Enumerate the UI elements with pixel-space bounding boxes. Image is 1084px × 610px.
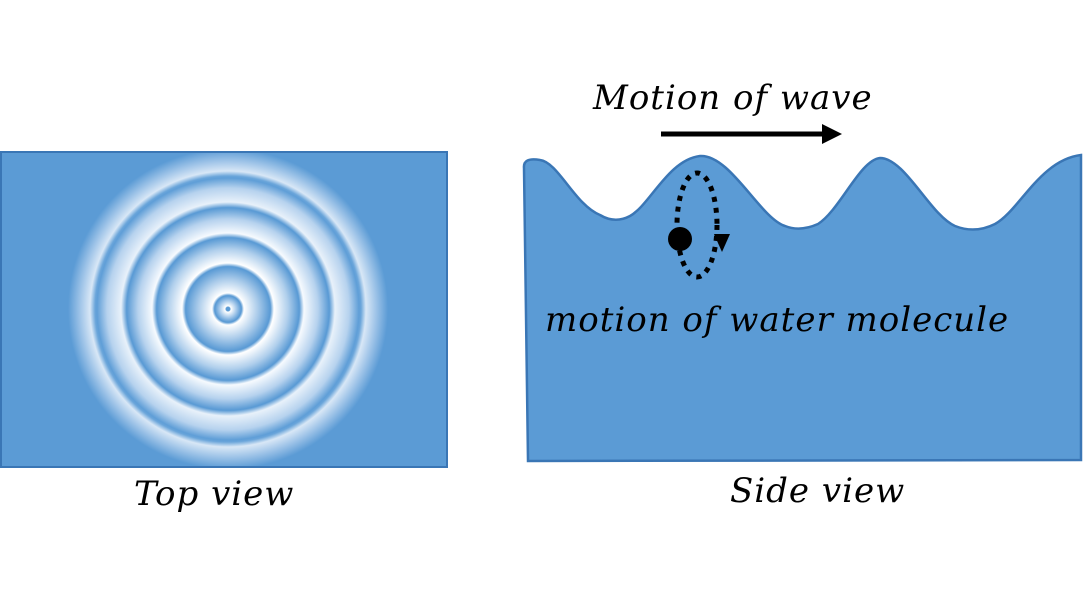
motion-of-water-molecule-label: motion of water molecule [545, 300, 1010, 340]
top-view-panel [0, 151, 448, 468]
water-molecule-dot-icon [668, 227, 692, 251]
concentric-ripples [2, 153, 446, 466]
side-view-caption: Side view [730, 471, 906, 511]
dotted-elliptical-orbit-icon [674, 170, 720, 280]
motion-of-wave-label: Motion of wave [593, 78, 873, 118]
orbit-arrowhead-icon [714, 234, 730, 252]
side-view-water [522, 153, 1083, 463]
top-view-caption: Top view [134, 474, 295, 514]
right-arrow-head-icon [822, 124, 842, 144]
